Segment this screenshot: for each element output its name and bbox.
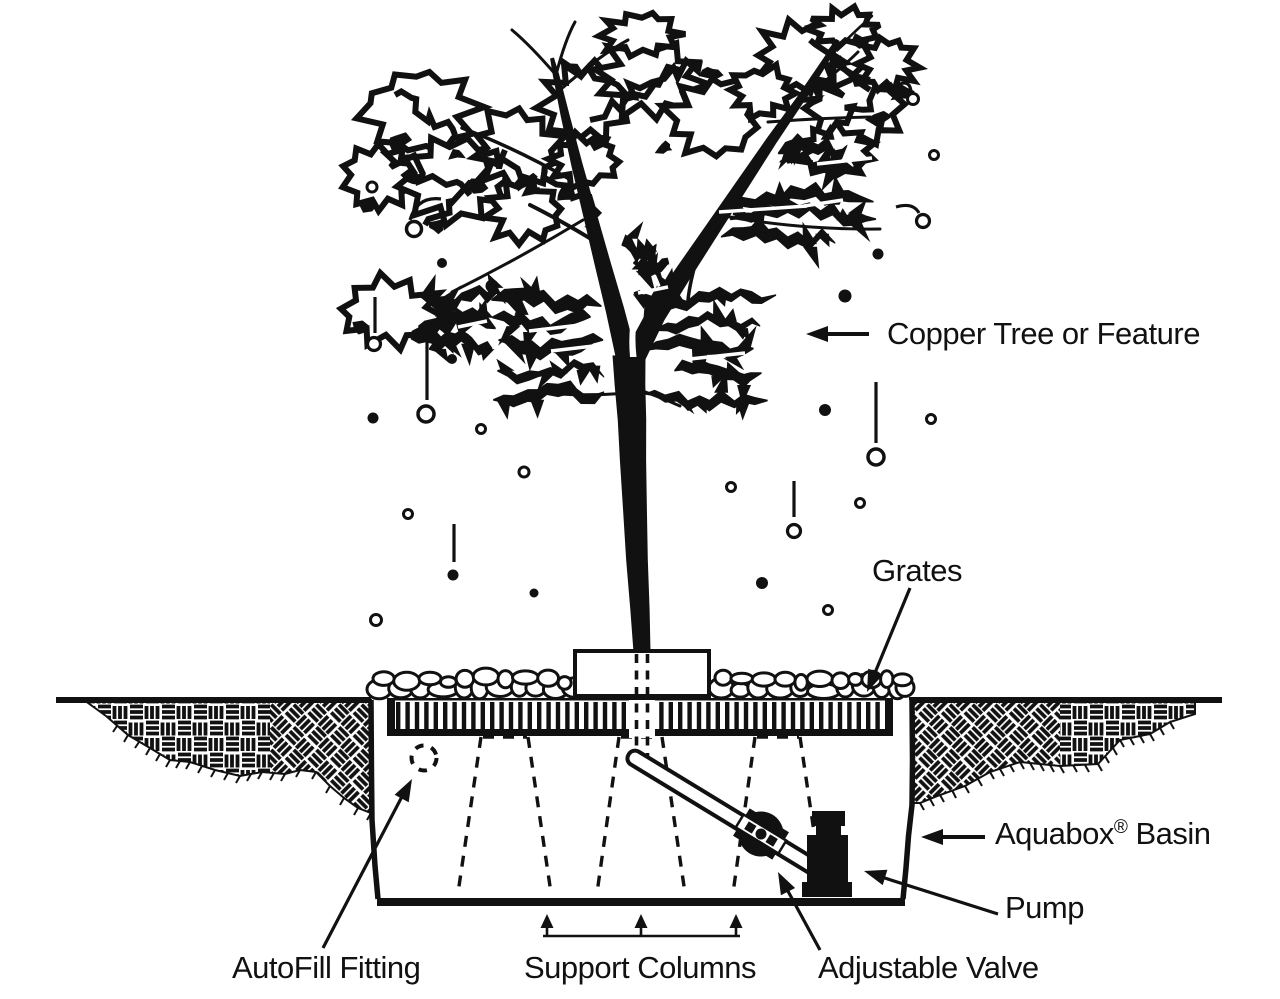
svg-text:Adjustable Valve: Adjustable Valve [818, 950, 1039, 985]
svg-text:Support Columns: Support Columns [524, 950, 756, 985]
svg-text:Copper Tree or Feature: Copper Tree or Feature [887, 316, 1200, 351]
svg-text:Grates: Grates [872, 553, 962, 588]
svg-text:Aquabox® Basin: Aquabox® Basin [995, 816, 1211, 851]
svg-text:Pump: Pump [1005, 890, 1084, 925]
svg-text:AutoFill Fitting: AutoFill Fitting [232, 950, 420, 985]
